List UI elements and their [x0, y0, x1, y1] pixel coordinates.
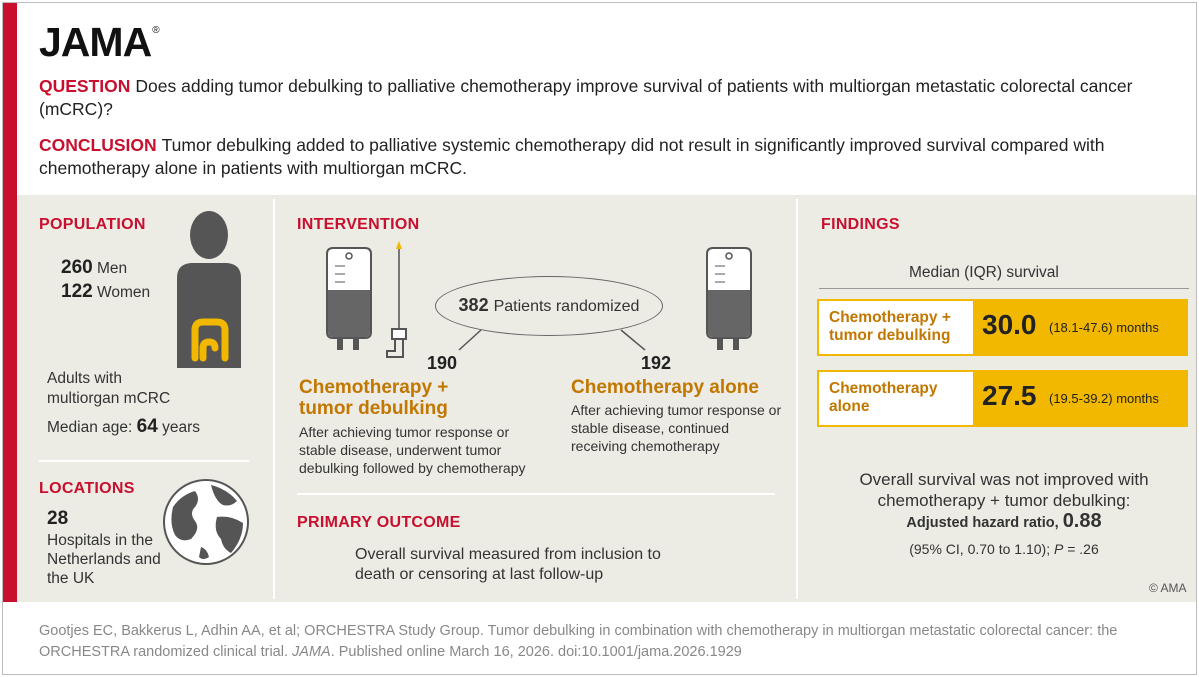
question-text: Does adding tumor debulking to palliativ…: [39, 76, 1133, 119]
arm2-count: 192: [641, 353, 672, 373]
divider: [819, 288, 1189, 289]
divider: [273, 199, 275, 599]
jama-logo: JAMA®: [39, 19, 160, 65]
survival-range: (19.5-39.2) months: [1049, 391, 1159, 406]
globe-icon: [163, 479, 249, 565]
divider: [297, 493, 775, 495]
conclusion-label: CONCLUSION: [39, 135, 157, 155]
median-age: Median age: 64 years: [47, 416, 200, 437]
survival-row-debulking: Chemotherapy + tumor debulking 30.0 (18.…: [817, 299, 1188, 356]
population-heading: POPULATION: [39, 216, 146, 233]
arm2-description: After achieving tumor response or stable…: [571, 402, 782, 454]
arm2-title: Chemotherapy alone: [571, 377, 759, 398]
copyright: © AMA: [1149, 581, 1187, 595]
survival-row-label: Chemotherapy alone: [829, 380, 938, 415]
endoscope-icon: [386, 241, 407, 358]
survival-median: 27.5: [982, 380, 1037, 411]
findings-subtitle: Median (IQR) survival: [909, 264, 1059, 281]
branch-lines: [458, 329, 646, 351]
arm1-description: After achieving tumor response or stable…: [299, 424, 526, 476]
divider: [796, 199, 798, 599]
survival-value-box: 27.5 (19.5-39.2) months: [973, 372, 1186, 425]
citation: Gootjes EC, Bakkerus L, Adhin AA, et al;…: [39, 623, 1118, 660]
findings-heading: FINDINGS: [821, 216, 900, 233]
findings-summary: Overall survival was not improved with c…: [859, 470, 1149, 510]
survival-row-label: Chemotherapy + tumor debulking: [829, 309, 951, 344]
iv-bag-icon: [706, 247, 752, 350]
survival-row-chemo-alone: Chemotherapy alone 27.5 (19.5-39.2) mont…: [817, 370, 1188, 427]
intervention-heading: INTERVENTION: [297, 216, 420, 233]
primary-outcome-heading: PRIMARY OUTCOME: [297, 514, 461, 531]
colon-icon: [191, 318, 229, 362]
survival-median: 30.0: [982, 309, 1037, 340]
survival-range: (18.1-47.6) months: [1049, 320, 1159, 335]
women-stat: 122 Women: [61, 281, 151, 302]
locations-count: 28: [47, 508, 69, 529]
population-description: Adults with multiorgan mCRC: [47, 370, 171, 407]
iv-bag-icon: [326, 247, 372, 350]
arm1-count: 190: [427, 353, 458, 373]
accent-bar: [3, 3, 17, 602]
arm1-title: Chemotherapy + tumor debulking: [299, 377, 449, 419]
person-silhouette-icon: [177, 211, 241, 368]
divider: [39, 460, 249, 462]
confidence-interval: (95% CI, 0.70 to 1.10); P = .26: [909, 541, 1099, 557]
question-label: QUESTION: [39, 76, 131, 96]
locations-description: Hospitals in the Netherlands and the UK: [47, 532, 161, 587]
men-stat: 260 Men: [61, 257, 128, 278]
hazard-ratio: Adjusted hazard ratio, 0.88: [906, 510, 1102, 532]
conclusion-text: Tumor debulking added to palliative syst…: [39, 135, 1105, 178]
primary-outcome-text: Overall survival measured from inclusion…: [355, 546, 661, 583]
survival-value-box: 30.0 (18.1-47.6) months: [973, 301, 1186, 354]
locations-heading: LOCATIONS: [39, 480, 135, 497]
